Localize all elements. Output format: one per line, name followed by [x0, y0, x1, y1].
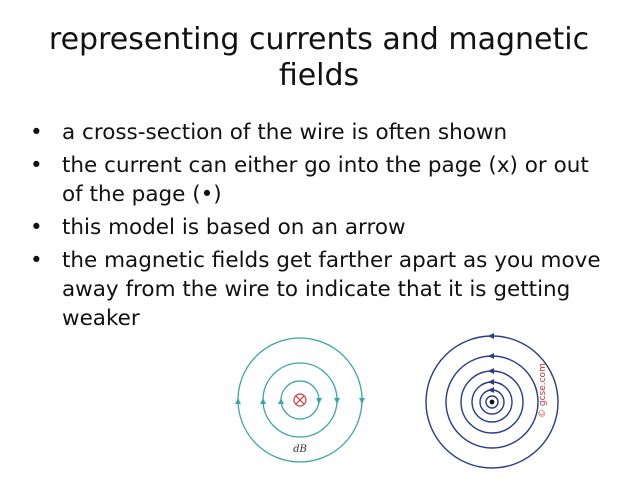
field-arrows-out-of-page	[488, 333, 494, 393]
arrow-icon	[278, 398, 284, 404]
arrow-icon	[334, 398, 340, 404]
bullet-icon: •	[30, 215, 43, 240]
bullet-item: • a cross-section of the wire is often s…	[30, 118, 610, 147]
arrow-icon	[316, 398, 322, 404]
bullet-list: • a cross-section of the wire is often s…	[30, 118, 610, 337]
arrow-icon	[260, 398, 266, 404]
bullet-text: the current can either go into the page …	[62, 153, 589, 207]
arrow-icon	[359, 398, 365, 404]
field-label-db: dB	[293, 444, 307, 455]
bullet-text: this model is based on an arrow	[62, 215, 406, 240]
field-diagram-out-of-page	[425, 333, 559, 469]
field-arrows-into-page	[235, 398, 365, 404]
arrow-icon	[235, 398, 241, 404]
slide-title: representing currents and magnetic field…	[48, 22, 590, 93]
arrow-icon	[488, 379, 494, 385]
bullet-icon: •	[30, 153, 43, 178]
bullet-item: • this model is based on an arrow	[30, 213, 610, 242]
current-out-of-page-icon	[489, 399, 495, 405]
arrow-icon	[488, 368, 494, 374]
bullet-icon: •	[30, 248, 43, 273]
bullet-text: the magnetic fields get farther apart as…	[62, 248, 601, 331]
arrow-icon	[488, 387, 494, 393]
bullet-item: • the current can either go into the pag…	[30, 151, 610, 209]
bullet-icon: •	[30, 120, 43, 145]
image-credit: © gcse.com	[538, 363, 548, 418]
arrow-icon	[488, 333, 494, 339]
arrow-icon	[488, 353, 494, 359]
bullet-text: a cross-section of the wire is often sho…	[62, 120, 508, 145]
field-circle-6	[485, 395, 499, 409]
bullet-item: • the magnetic fields get farther apart …	[30, 246, 610, 333]
current-into-page-icon	[293, 393, 307, 407]
field-diagram-into-page: dB	[235, 337, 365, 463]
